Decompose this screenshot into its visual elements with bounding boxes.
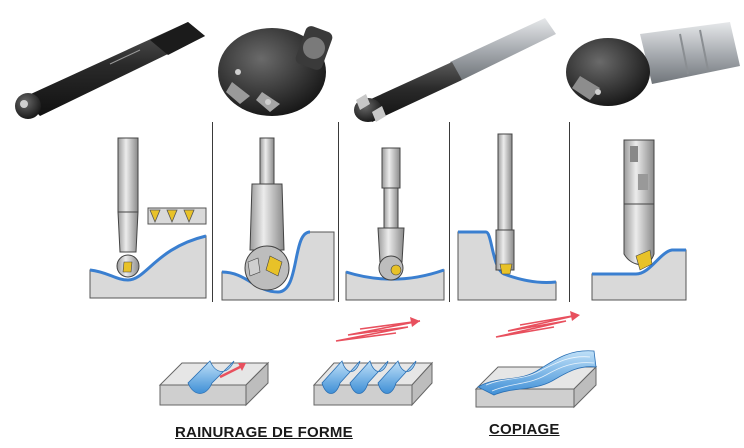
panel-divider-4	[569, 122, 570, 302]
red-zigzag-arrow-icon	[219, 363, 246, 379]
tool-photo-4	[566, 22, 740, 106]
diagram-panel-2	[221, 137, 335, 301]
machining-diagrams-row	[89, 133, 687, 301]
operation-illustrations-row	[158, 311, 598, 409]
triangle-teeth-icon	[147, 207, 207, 225]
panel-divider-3	[449, 122, 450, 302]
tool-photo-2	[218, 26, 333, 116]
caption-copying: COPIAGE	[489, 421, 560, 438]
tool-photo-3	[354, 18, 556, 122]
red-zigzag-arrow-icon	[335, 317, 421, 342]
panel-divider-1	[212, 122, 213, 302]
red-zigzag-arrow-icon	[495, 311, 580, 338]
diagram-panel-4	[457, 133, 557, 301]
illustration-groove-multiple	[312, 317, 434, 407]
tool-photo-1	[15, 22, 205, 119]
diagram-panel-3	[345, 147, 445, 301]
diagram-panel-5	[591, 139, 687, 301]
caption-form-grooving: RAINURAGE DE FORME	[175, 424, 353, 441]
illustration-groove-single	[158, 360, 270, 407]
panel-divider-2	[338, 122, 339, 302]
illustration-copying-surface	[474, 311, 598, 409]
tool-photos-row	[15, 18, 740, 122]
diagram-panel-1	[89, 137, 207, 299]
